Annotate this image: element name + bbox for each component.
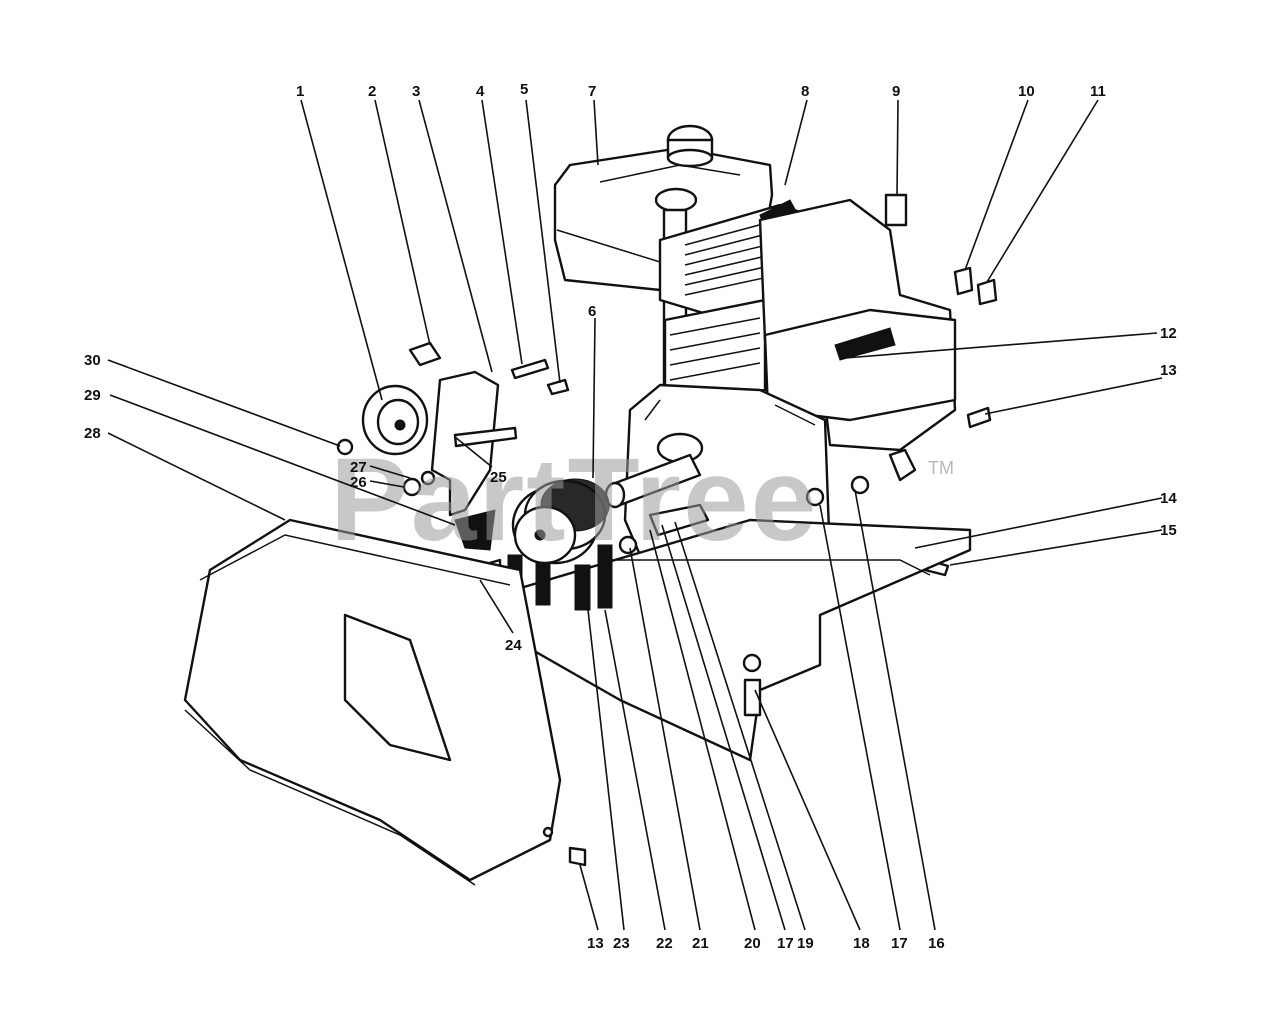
callout-4: 4 bbox=[476, 83, 485, 100]
callout-8: 8 bbox=[801, 83, 809, 100]
callout-21: 21 bbox=[692, 935, 709, 952]
callout-labels: 1 2 3 4 5 6 7 8 9 10 11 12 13 14 15 30 2… bbox=[84, 81, 1177, 952]
callout-25: 25 bbox=[490, 469, 507, 486]
callout-1: 1 bbox=[296, 83, 304, 100]
callout-18: 18 bbox=[853, 935, 870, 952]
callout-15: 15 bbox=[1160, 522, 1177, 539]
callout-22: 22 bbox=[656, 935, 673, 952]
small-parts bbox=[618, 193, 998, 717]
callout-13-right: 13 bbox=[1160, 362, 1177, 379]
callout-9: 9 bbox=[892, 83, 900, 100]
callout-17-right: 17 bbox=[891, 935, 908, 952]
callout-2: 2 bbox=[368, 83, 376, 100]
callout-26: 26 bbox=[350, 474, 367, 491]
callout-10: 10 bbox=[1018, 83, 1035, 100]
callout-17-left: 17 bbox=[777, 935, 794, 952]
watermark: PartTree TM bbox=[330, 434, 954, 566]
callout-23: 23 bbox=[613, 935, 630, 952]
callout-11: 11 bbox=[1090, 83, 1106, 100]
callout-27: 27 bbox=[350, 459, 367, 476]
callout-14: 14 bbox=[1160, 490, 1177, 507]
callout-3: 3 bbox=[412, 83, 420, 100]
callout-leader-lines bbox=[107, 99, 1163, 931]
callout-29: 29 bbox=[84, 387, 101, 404]
svg-text:TM: TM bbox=[928, 458, 954, 478]
svg-text:PartTree: PartTree bbox=[330, 434, 818, 566]
callout-30: 30 bbox=[84, 352, 101, 369]
callout-12: 12 bbox=[1160, 325, 1177, 342]
callout-13-bottom: 13 bbox=[587, 935, 604, 952]
callout-6: 6 bbox=[588, 303, 596, 320]
callout-19: 19 bbox=[797, 935, 814, 952]
belt-cover bbox=[183, 518, 587, 886]
callout-7: 7 bbox=[588, 83, 596, 100]
callout-20: 20 bbox=[744, 935, 761, 952]
callout-16: 16 bbox=[928, 935, 945, 952]
callout-24: 24 bbox=[505, 637, 522, 654]
callout-28: 28 bbox=[84, 425, 101, 442]
callout-5: 5 bbox=[520, 81, 528, 98]
